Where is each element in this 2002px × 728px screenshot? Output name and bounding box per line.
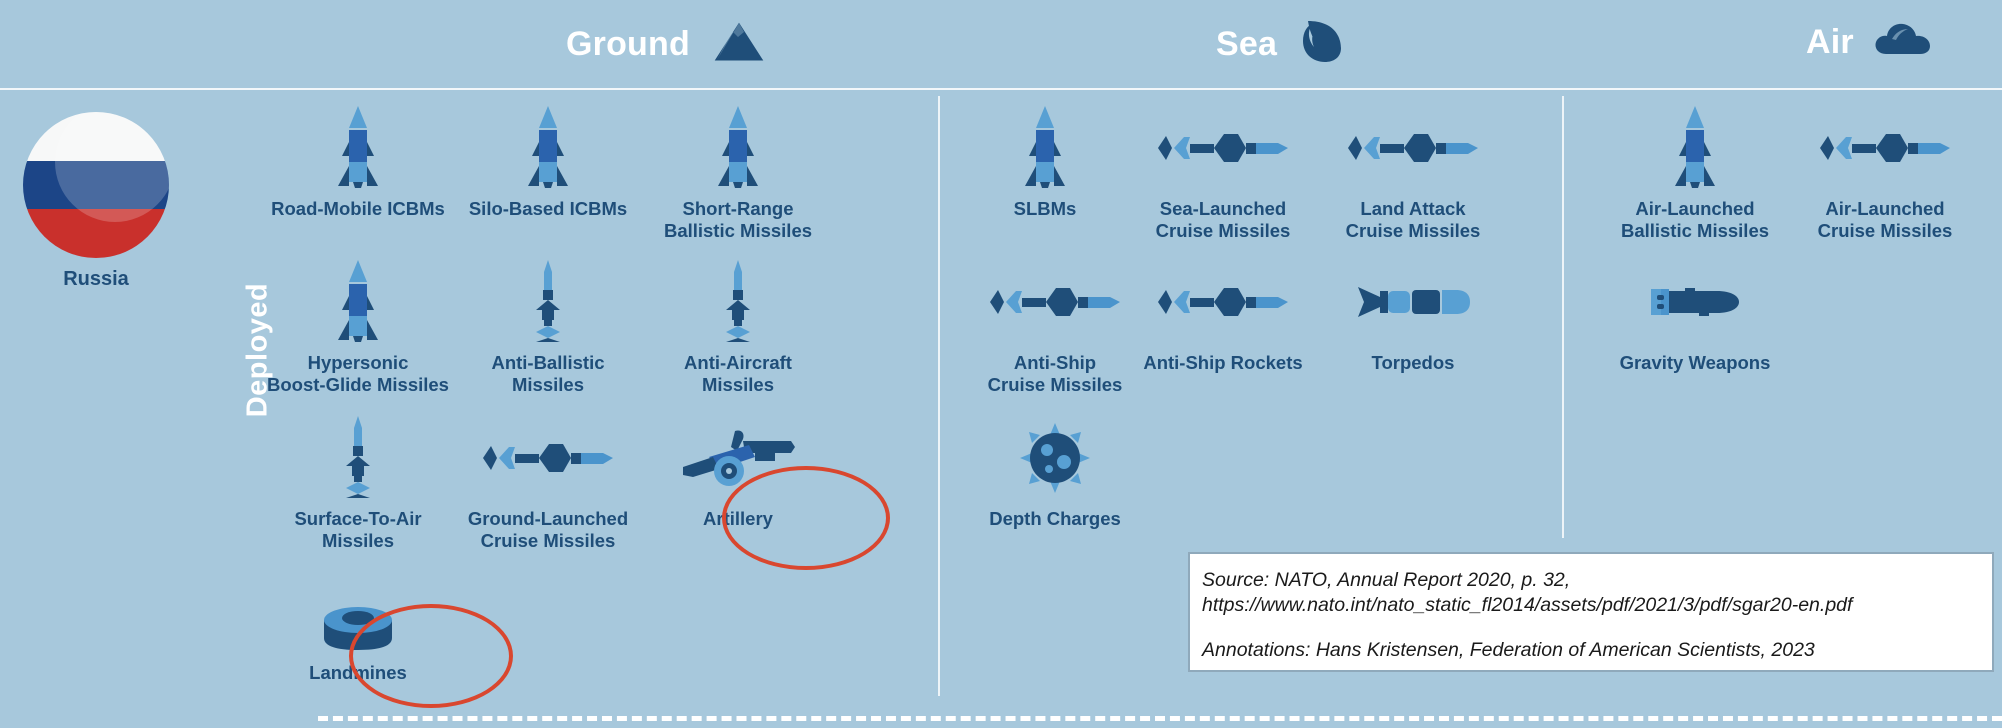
- weapon-cell-anti-aircraft-missiles[interactable]: Anti-Aircraft Missiles: [643, 258, 833, 396]
- weapon-label: Road-Mobile ICBMs: [271, 198, 445, 219]
- weapon-label: Landmines: [309, 662, 407, 683]
- domain-label-air: Air: [1806, 22, 1854, 61]
- naval-mine-icon: [960, 414, 1150, 502]
- weapon-label: Artillery: [703, 508, 773, 529]
- weapon-label: SLBMs: [1013, 198, 1077, 219]
- domain-header-band: Ground Sea Air: [0, 0, 2002, 90]
- mountain-icon: [708, 17, 770, 69]
- domain-header-air: Air: [1806, 18, 1934, 65]
- weapon-label: Depth Charges: [989, 508, 1121, 529]
- domain-header-sea: Sea: [1216, 18, 1345, 69]
- rocket-icon: [1600, 104, 1790, 192]
- cruise-missile-icon: [453, 414, 643, 502]
- cruise-missile-icon: [1128, 104, 1318, 192]
- flag-stripe-red: [23, 209, 169, 258]
- weapon-cell-road-mobile-icbms[interactable]: Road-Mobile ICBMs: [263, 104, 453, 220]
- source-box-spacer: [1202, 618, 1982, 638]
- cruise-missile-icon: [1128, 258, 1318, 346]
- weapon-cell-anti-ship-rockets[interactable]: Anti-Ship Rockets: [1128, 258, 1318, 374]
- flag-stripe-blue: [23, 160, 169, 210]
- rocket-icon: [453, 104, 643, 192]
- bottom-dashed-divider: [318, 716, 2002, 721]
- weapon-label: Air-Launched Cruise Missiles: [1817, 198, 1953, 241]
- rocket-icon: [263, 104, 453, 192]
- weapon-cell-anti-ship-cruise-missiles[interactable]: Anti-Ship Cruise Missiles: [960, 258, 1150, 396]
- weapon-cell-artillery[interactable]: Artillery: [643, 414, 833, 530]
- weapon-label: Anti-Ship Cruise Missiles: [987, 352, 1123, 395]
- weapon-cell-ground-launched-cruise-missiles[interactable]: Ground-Launched Cruise Missiles: [453, 414, 643, 552]
- interceptor-missile-icon: [643, 258, 833, 346]
- weapon-cell-surface-to-air-missiles[interactable]: Surface-To-Air Missiles: [263, 414, 453, 552]
- artillery-cannon-icon: [643, 414, 833, 502]
- country-name: Russia: [63, 268, 129, 290]
- flag-stripe-white: [23, 112, 169, 161]
- source-line-2: https://www.nato.int/nato_static_fl2014/…: [1202, 593, 1853, 616]
- cruise-missile-icon: [960, 258, 1150, 346]
- weapon-label: Hypersonic Boost-Glide Missiles: [267, 352, 449, 395]
- weapon-label: Gravity Weapons: [1619, 352, 1771, 373]
- weapon-cell-sea-launched-cruise-missiles[interactable]: Sea-Launched Cruise Missiles: [1128, 104, 1318, 242]
- weapon-label: Ground-Launched Cruise Missiles: [467, 508, 629, 551]
- weapon-cell-hypersonic-boost-glide-missiles[interactable]: Hypersonic Boost-Glide Missiles: [263, 258, 453, 396]
- source-line-1: Source: NATO, Annual Report 2020, p. 32,: [1202, 569, 1571, 591]
- torpedo-icon: [1318, 258, 1508, 346]
- weapon-cell-torpedos[interactable]: Torpedos: [1318, 258, 1508, 374]
- weapon-cell-air-launched-ballistic-missiles[interactable]: Air-Launched Ballistic Missiles: [1600, 104, 1790, 242]
- weapon-label: Anti-Aircraft Missiles: [684, 352, 792, 395]
- weapon-cell-gravity-weapons[interactable]: Gravity Weapons: [1600, 258, 1790, 374]
- source-citation-box: Source: NATO, Annual Report 2020, p. 32,…: [1188, 552, 1994, 672]
- russia-flag-circle-icon: [23, 112, 169, 258]
- weapon-label: Torpedos: [1371, 352, 1455, 373]
- divider-ground-sea: [938, 96, 940, 696]
- header-divider-line: [0, 88, 2002, 90]
- cruise-missile-icon: [1318, 104, 1508, 192]
- rocket-icon: [643, 104, 833, 192]
- domain-label-sea: Sea: [1216, 24, 1278, 63]
- domain-header-ground: Ground: [566, 17, 770, 69]
- weapon-label: Land Attack Cruise Missiles: [1345, 198, 1481, 241]
- weapon-label: Air-Launched Ballistic Missiles: [1620, 198, 1770, 241]
- landmine-icon: [263, 600, 453, 656]
- rocket-icon: [960, 104, 1130, 192]
- weapon-label: Sea-Launched Cruise Missiles: [1155, 198, 1291, 241]
- weapon-cell-silo-based-icbms[interactable]: Silo-Based ICBMs: [453, 104, 643, 220]
- weapon-cell-anti-ballistic-missiles[interactable]: Anti-Ballistic Missiles: [453, 258, 643, 396]
- weapon-cell-land-attack-cruise-missiles[interactable]: Land Attack Cruise Missiles: [1318, 104, 1508, 242]
- weapon-label: Anti-Ship Rockets: [1143, 352, 1303, 373]
- wave-icon: [1295, 18, 1345, 69]
- flag-gloss-overlay: [55, 112, 169, 222]
- country-block-russia: Russia: [20, 112, 172, 291]
- rocket-icon: [263, 258, 453, 346]
- weapon-cell-landmines[interactable]: Landmines: [263, 600, 453, 684]
- cruise-missile-icon: [1790, 104, 1980, 192]
- domain-label-ground: Ground: [566, 24, 690, 63]
- weapon-label: Surface-To-Air Missiles: [294, 508, 422, 551]
- interceptor-missile-icon: [453, 258, 643, 346]
- weapon-cell-depth-charges[interactable]: Depth Charges: [960, 414, 1150, 530]
- weapon-cell-air-launched-cruise-missiles[interactable]: Air-Launched Cruise Missiles: [1790, 104, 1980, 242]
- source-line-3: Annotations: Hans Kristensen, Federation…: [1202, 638, 1815, 661]
- weapon-label: Anti-Ballistic Missiles: [491, 352, 605, 395]
- interceptor-missile-icon: [263, 414, 453, 502]
- weapon-cell-short-range-ballistic-missiles[interactable]: Short-Range Ballistic Missiles: [643, 104, 833, 242]
- weapon-label: Short-Range Ballistic Missiles: [663, 198, 813, 241]
- cloud-icon: [1872, 18, 1934, 65]
- weapon-cell-slbms[interactable]: SLBMs: [960, 104, 1130, 220]
- weapon-label: Silo-Based ICBMs: [468, 198, 628, 219]
- divider-sea-air: [1562, 96, 1564, 538]
- gravity-bomb-icon: [1600, 258, 1790, 346]
